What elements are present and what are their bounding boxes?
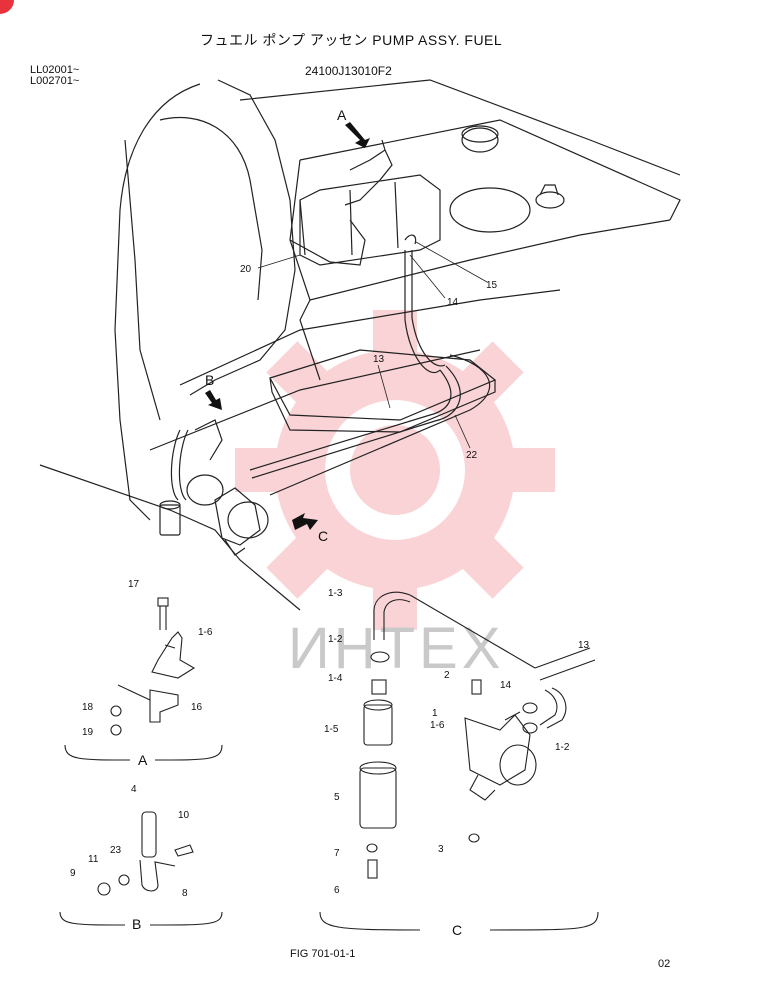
callout: 16 bbox=[191, 702, 203, 713]
callout: 1-5 bbox=[324, 724, 339, 735]
callout: 11 bbox=[88, 854, 99, 865]
view-a-drawing bbox=[64, 597, 223, 761]
callout: 18 bbox=[82, 702, 94, 713]
watermark-text: ИНТЕХ bbox=[288, 616, 504, 681]
view-c-caption: C bbox=[452, 922, 462, 938]
callout: 1-6 bbox=[430, 720, 445, 731]
callout: 1 bbox=[432, 708, 438, 719]
callout: 1-2 bbox=[328, 634, 343, 645]
serial-range-2: L002701~ bbox=[30, 75, 80, 87]
callout: 19 bbox=[82, 727, 94, 738]
callout: 14 bbox=[447, 297, 459, 308]
callout: 14 bbox=[500, 680, 512, 691]
callout: 4 bbox=[131, 784, 137, 795]
callout: 2 bbox=[444, 670, 450, 681]
callout: 7 bbox=[334, 848, 340, 859]
view-a-caption: A bbox=[138, 752, 148, 768]
page-title: フュエル ポンプ アッセン PUMP ASSY. FUEL bbox=[200, 32, 503, 48]
callout: 8 bbox=[182, 888, 188, 899]
callout: 17 bbox=[128, 579, 140, 590]
view-label-c: C bbox=[318, 528, 328, 544]
callout: 13 bbox=[578, 640, 590, 651]
view-c-drawing bbox=[319, 591, 599, 931]
callout: 5 bbox=[334, 792, 340, 803]
serial-range-1: LL02001~ bbox=[30, 64, 80, 76]
callout: 15 bbox=[486, 280, 498, 291]
callout: 9 bbox=[70, 868, 76, 879]
page-number: 02 bbox=[658, 958, 671, 970]
callout: 1-3 bbox=[328, 588, 343, 599]
callout: 6 bbox=[334, 885, 340, 896]
figure-number: FIG 701-01-1 bbox=[290, 948, 356, 960]
part-number: 24100J13010F2 bbox=[305, 64, 392, 78]
main-assembly-drawing bbox=[39, 79, 681, 611]
arrow-c-icon bbox=[292, 513, 318, 530]
callout: 1-6 bbox=[198, 627, 213, 638]
callout: 23 bbox=[110, 845, 122, 856]
watermark-gear-icon bbox=[235, 310, 555, 630]
callout: 3 bbox=[438, 844, 444, 855]
view-label-b: B bbox=[205, 372, 214, 388]
view-b-caption: B bbox=[132, 916, 141, 932]
view-arrows bbox=[205, 122, 370, 530]
view-b-drawing bbox=[59, 811, 223, 926]
callout: 13 bbox=[373, 354, 385, 365]
callout: 10 bbox=[178, 810, 190, 821]
arrow-a-icon bbox=[345, 122, 370, 148]
callout: 1-2 bbox=[555, 742, 570, 753]
arrow-b-icon bbox=[205, 390, 222, 410]
callout: 1-4 bbox=[328, 673, 343, 684]
callout: 22 bbox=[466, 450, 478, 461]
view-label-a: A bbox=[337, 107, 347, 123]
callout: 20 bbox=[240, 264, 252, 275]
